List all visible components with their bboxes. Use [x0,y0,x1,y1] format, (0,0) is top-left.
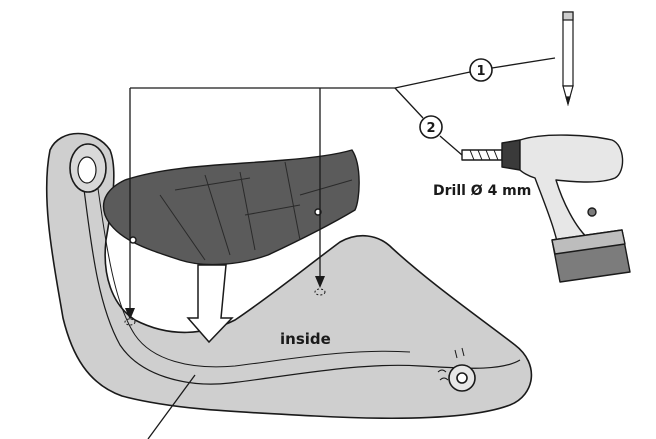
hash-marks [454,347,465,359]
guide-lines [129,57,556,439]
wind-deflector [102,149,360,266]
deflector-facets [159,161,353,261]
drill-bit-thread [469,149,499,161]
callout-2-number: 2 [426,121,435,136]
assembly-arrow [186,264,234,344]
hand-guard-shell [45,132,533,420]
hand-guard-mount-hole-inner [77,156,97,184]
drill-trigger-button [587,207,597,217]
hand-guard-inner-edge [94,167,411,368]
drill-chuck [501,139,521,171]
pointer-line [147,374,196,439]
end-bolt-marks [437,369,449,381]
callout-1: 1 [469,58,493,82]
arrowhead-left [125,308,135,320]
callout-2: 2 [419,115,443,139]
guide-line-step2 [394,87,463,156]
wind-deflector-shape [102,149,360,266]
pencil-icon [562,11,574,107]
hand-guard [45,132,533,420]
arrowhead-right [315,276,325,288]
inside-label: inside [280,330,331,348]
drill-mark-right [314,288,326,296]
drill-body [519,134,624,263]
callout-1-number: 1 [476,64,485,79]
drill-icon [461,134,631,283]
drill-battery-top [551,229,626,255]
hand-guard-ridge [81,174,521,385]
deflector-hole-left [129,236,137,244]
drill-mark-left [124,318,136,326]
drill-size-label: Drill Ø 4 mm [433,183,532,199]
end-bolt-inner [456,372,468,384]
guide-line-step1 [394,57,556,89]
